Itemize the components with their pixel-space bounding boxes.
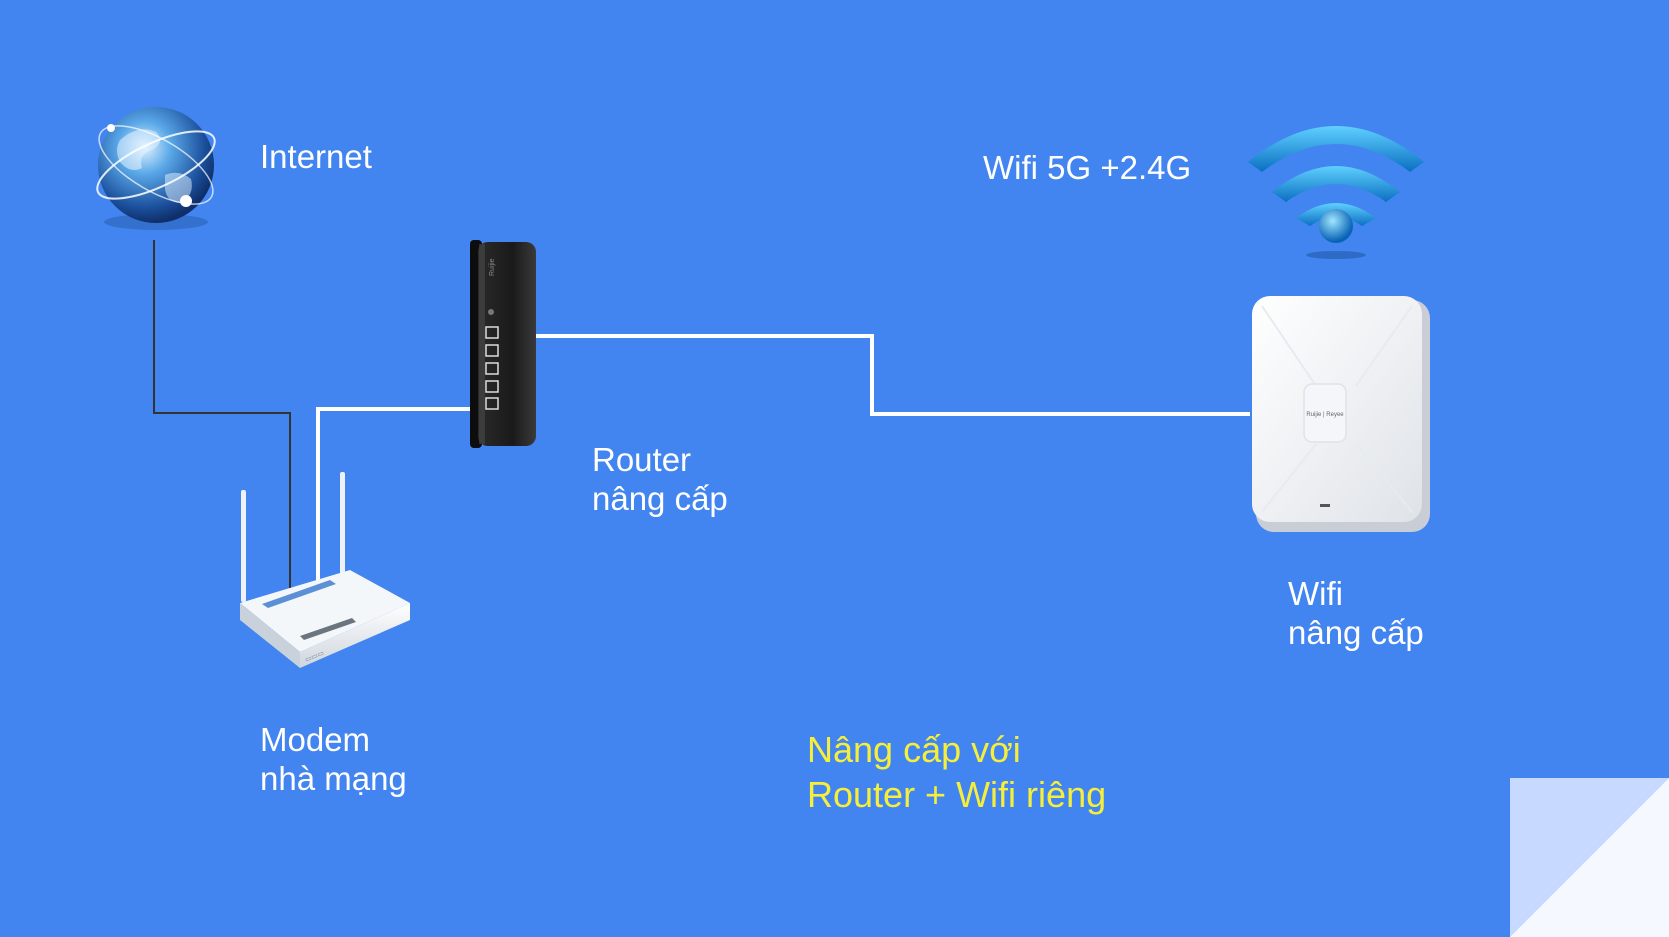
router-ap-cable bbox=[490, 334, 1250, 416]
summary-label: Nâng cấp với Router + Wifi riêng bbox=[807, 727, 1106, 817]
modem-label: Modem nhà mạng bbox=[260, 720, 407, 798]
router-device: Ruijie bbox=[470, 240, 536, 448]
router-ports bbox=[485, 326, 499, 410]
router-brand: Ruijie bbox=[489, 258, 496, 276]
modem-label-line1: Modem bbox=[260, 721, 371, 758]
summary-label-line2: Router + Wifi riêng bbox=[807, 774, 1107, 815]
wifi-band-label: Wifi 5G +2.4G bbox=[983, 149, 1192, 186]
wifi-signal-icon bbox=[1248, 126, 1424, 259]
wifi-label-line2: nâng cấp bbox=[1288, 614, 1424, 651]
corner-fold-cut bbox=[1510, 778, 1669, 937]
globe-icon bbox=[96, 107, 216, 230]
modem-device: ▭▭▭ bbox=[240, 472, 410, 668]
internet-label: Internet bbox=[260, 138, 372, 175]
access-point-device: Ruijie | Reyee bbox=[1252, 296, 1430, 532]
router-label-line1: Router bbox=[592, 441, 692, 478]
router-label-line2: nâng cấp bbox=[592, 480, 728, 517]
modem-label-line2: nhà mạng bbox=[260, 760, 407, 797]
wifi-label-line1: Wifi bbox=[1288, 575, 1343, 612]
router-label: Router nâng cấp bbox=[592, 440, 728, 518]
modem-router-cable bbox=[316, 407, 487, 590]
wifi-label: Wifi nâng cấp bbox=[1288, 574, 1424, 652]
summary-label-line1: Nâng cấp với bbox=[807, 729, 1021, 770]
ap-brand: Ruijie | Reyee bbox=[1306, 412, 1344, 418]
internet-line bbox=[153, 240, 291, 588]
